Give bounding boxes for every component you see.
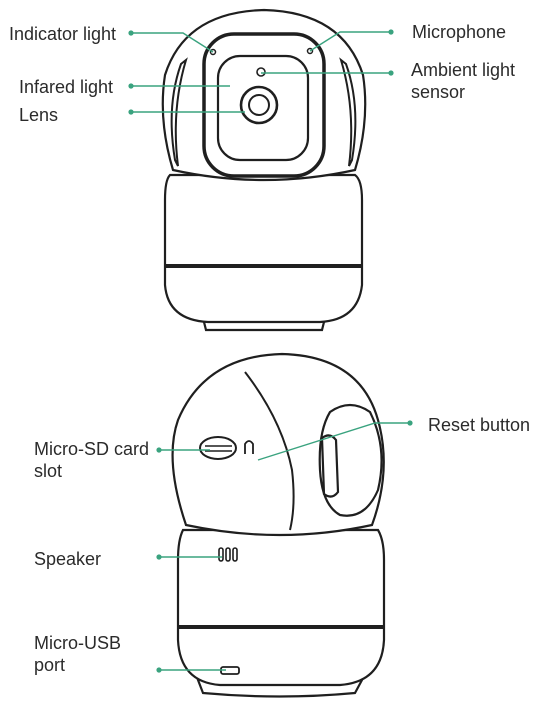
leader-indicator-light-dot (128, 30, 134, 36)
rear-speaker-grill (218, 547, 238, 562)
leader-infrared-light-dot (128, 83, 134, 89)
label-speaker: Speaker (34, 549, 102, 569)
label-reset-button: Reset button (428, 415, 531, 435)
front-ambient-sensor-dot (256, 67, 266, 77)
leader-indicator-light (131, 32, 214, 53)
rear-camera-illustration (171, 352, 386, 698)
leader-microphone-dot (388, 29, 394, 35)
front-camera-illustration (161, 8, 367, 332)
label-indicator-light: Indicator light (9, 24, 117, 44)
front-head-right-bezel (339, 57, 357, 167)
leader-reset-button (257, 422, 410, 461)
rear-reset-button (244, 440, 254, 454)
rear-base-body (176, 528, 386, 687)
leader-speaker-dot (156, 554, 162, 560)
leader-lens-dot (128, 109, 134, 115)
label-microphone: Microphone (412, 22, 507, 42)
rear-sd-slot-outer (199, 436, 237, 460)
label-lens: Lens (19, 105, 59, 125)
front-base-body (163, 173, 364, 324)
rear-head-seam (244, 371, 295, 531)
leader-microphone (309, 31, 391, 52)
leader-micro-usb-port-dot (156, 667, 162, 673)
leader-micro-sd-slot-dot (156, 447, 162, 453)
label-micro-sd-slot: Micro-SD card slot (34, 439, 150, 481)
label-micro-usb-port: Micro-USB port (34, 633, 122, 675)
rear-face-lens (320, 434, 340, 498)
leader-lines (128, 29, 413, 673)
label-ambient-light-sensor: Ambient light sensor (411, 60, 516, 102)
leader-reset-button-dot (407, 420, 413, 426)
label-infrared-light: Infared light (19, 77, 114, 97)
leader-ambient-sensor-dot (388, 70, 394, 76)
front-lens-inner (248, 94, 270, 116)
rear-sd-slot-inner (205, 445, 232, 452)
